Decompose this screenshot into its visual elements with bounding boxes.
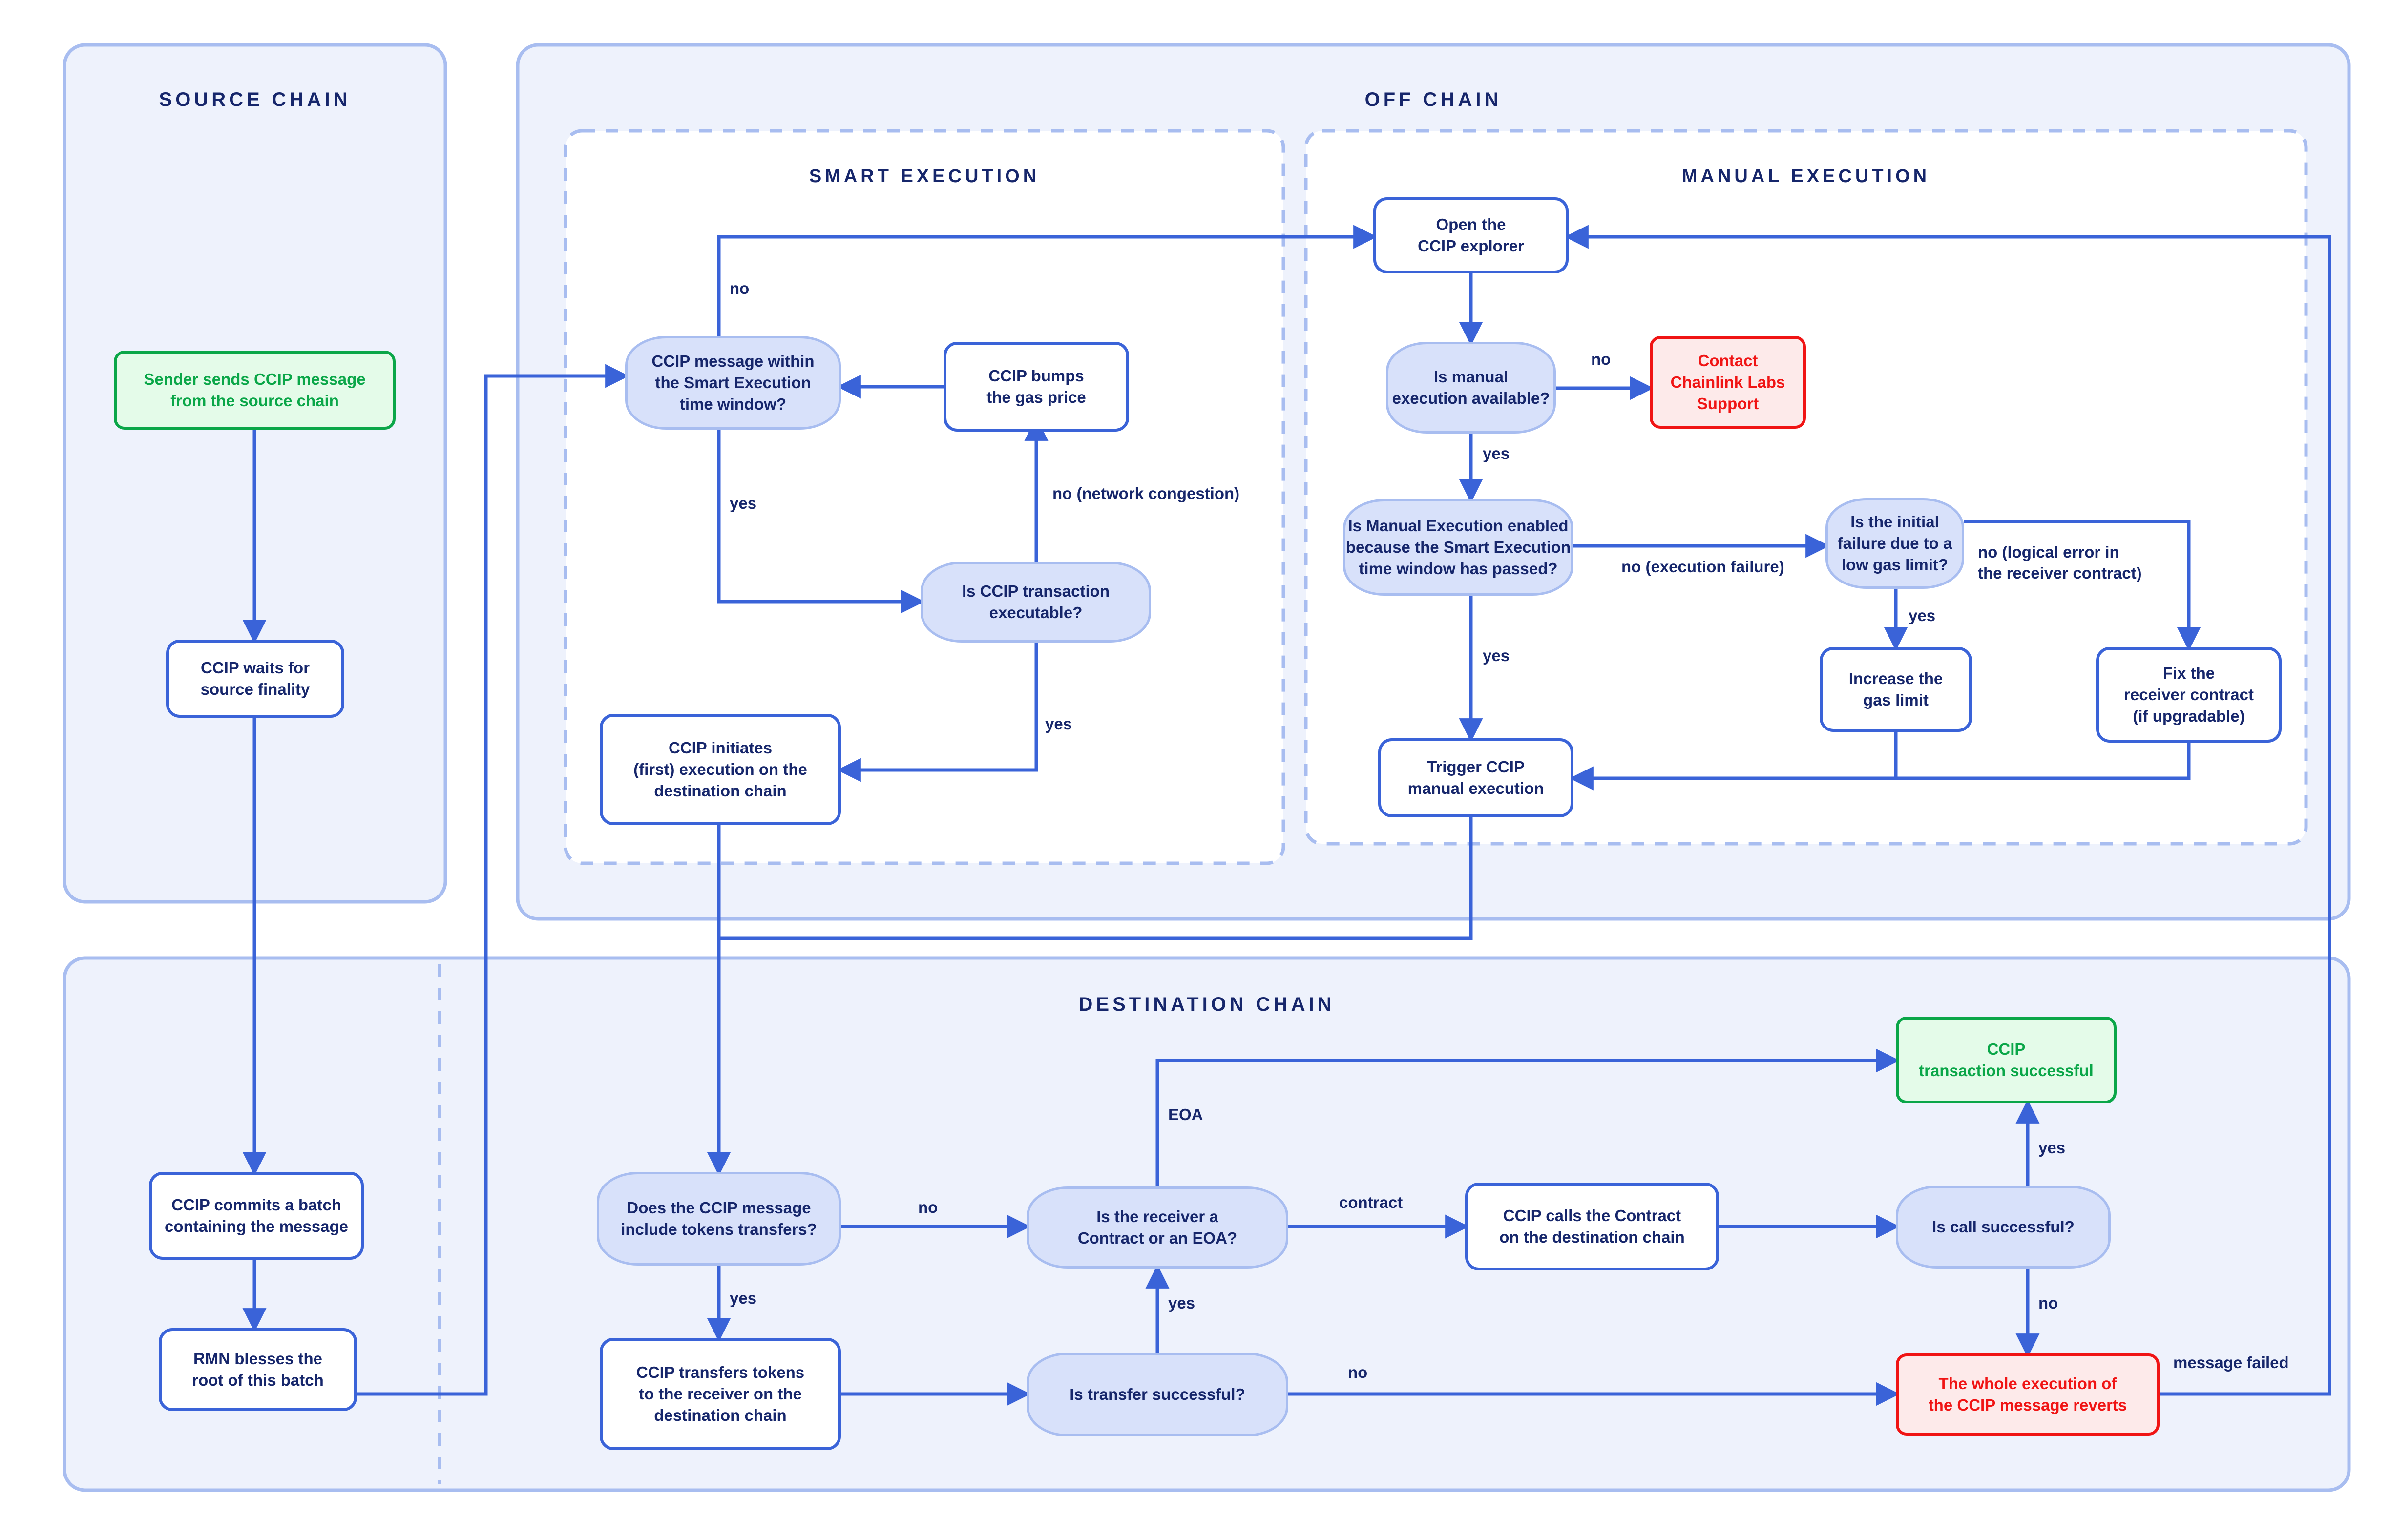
edge-label-tokens-yes: yes (730, 1289, 757, 1307)
edge-label-manual-enabled-no: no (execution failure) (1621, 558, 1784, 576)
node-is-transfer-successful[interactable]: Is transfer successful? (1027, 1353, 1288, 1436)
edge-window-yes (717, 430, 925, 614)
panel-title-destination-chain: DESTINATION CHAIN (1078, 994, 1335, 1015)
edge-label-executable-no: no (network congestion) (1052, 484, 1240, 502)
panel-title-off-chain: OFF CHAIN (1364, 89, 1502, 110)
panel-title-manual-execution: MANUAL EXECUTION (1681, 166, 1930, 187)
edge-fix-receiver-to-trigger (1573, 742, 2191, 780)
edge-label-call-yes: yes (2038, 1139, 2066, 1157)
edge-trigger-to-initiates (719, 782, 1473, 940)
edge-label-receiver-contract: contract (1339, 1193, 1403, 1211)
panel-smart-execution (564, 129, 1285, 865)
edge-label-transfer-no: no (1348, 1363, 1368, 1381)
edge-label-manual-available-yes: yes (1483, 444, 1510, 462)
edge-label-initial-failure-yes: yes (1909, 606, 1936, 624)
edge-label-call-no: no (2038, 1294, 2058, 1312)
edge-label-window-yes: yes (730, 494, 757, 512)
edge-label-window-no: no (730, 279, 750, 297)
edge-label-receiver-eoa: EOA (1168, 1105, 1203, 1124)
edge-label-manual-enabled-yes: yes (1483, 646, 1510, 665)
edge-label-tokens-no: no (918, 1198, 938, 1216)
edge-label-transfer-yes: yes (1168, 1294, 1196, 1312)
edge-label-manual-available-no: no (1591, 350, 1611, 368)
edge-label-message-failed: message failed (2173, 1353, 2289, 1372)
panel-title-smart-execution: SMART EXECUTION (809, 166, 1040, 187)
edge-message-failed-to-explorer (1564, 225, 2331, 1396)
panel-manual-execution (1304, 129, 2308, 846)
edge-failure-no (1964, 520, 2201, 651)
edge-label-executable-yes: yes (1045, 715, 1072, 733)
edge-executable-yes (837, 643, 1038, 782)
edge-rmn-to-window (357, 364, 629, 1396)
edge-receiver-eoa (1155, 1048, 1900, 1186)
node-is-call-successful[interactable]: Is call successful? (1896, 1186, 2111, 1269)
panel-title-source-chain: SOURCE CHAIN (159, 89, 351, 110)
